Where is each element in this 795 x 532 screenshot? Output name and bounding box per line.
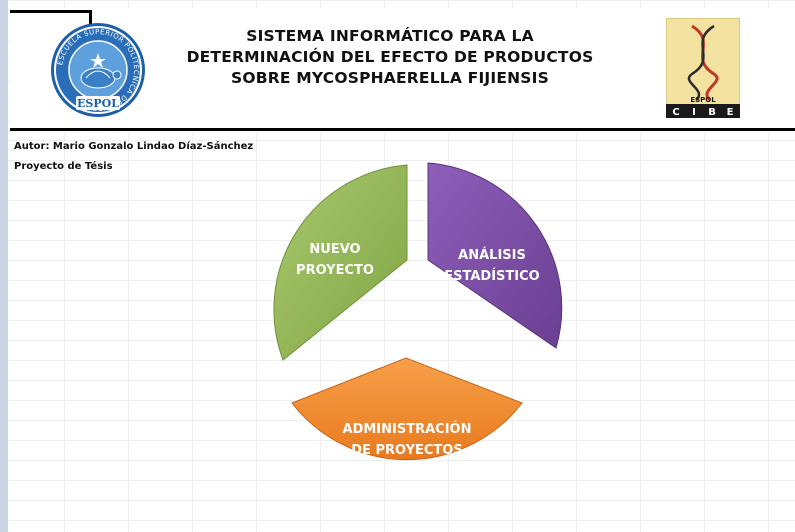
selected-cell-indicator[interactable] [10,10,92,33]
menu-cycle-diagram: NUEVO PROYECTO ANÁLISIS ESTADÍSTICO ADMI… [273,162,563,461]
nuevo-label-line2: PROYECTO [296,263,374,278]
analisis-label-line2: ESTADÍSTICO [444,268,539,284]
analisis-estadistico-button[interactable]: ANÁLISIS ESTADÍSTICO [427,162,563,349]
page-title: SISTEMA INFORMÁTICO PARA LA DETERMINACIÓ… [180,26,600,89]
cibe-top-text: ESPOL [690,96,716,104]
espol-cibe-logo-icon: ESPOL C I B E [666,18,740,118]
nuevo-proyecto-button[interactable]: NUEVO PROYECTO [273,164,408,361]
row-header-strip [0,0,8,532]
cibe-letter-i: I [692,107,696,118]
header-divider [10,128,795,131]
analisis-label-line1: ANÁLISIS [458,247,526,263]
nuevo-label-line1: NUEVO [309,242,360,257]
espol-seal-icon: ESCUELA SUPERIOR POLITÉCNICA DEL LITORAL… [51,23,145,117]
title-line-2: DETERMINACIÓN DEL EFECTO DE PRODUCTOS [186,48,594,66]
cibe-letter-c: C [672,107,679,118]
cibe-letter-e: E [727,107,734,118]
admin-label-line2: DE PROYECTOS [351,443,462,458]
author-label: Autor: Mario Gonzalo Lindao Díaz-Sánchez [14,141,254,152]
cibe-letter-b: B [708,107,716,118]
administracion-proyectos-button[interactable]: ADMINISTRACIÓN DE PROYECTOS [291,357,523,461]
admin-label-line1: ADMINISTRACIÓN [343,421,472,437]
title-line-3: SOBRE MYCOSPHAERELLA FIJIENSIS [230,69,549,87]
project-label: Proyecto de Tésis [14,161,113,172]
seal-banner-text: ESPOL [77,97,119,110]
title-line-1: SISTEMA INFORMÁTICO PARA LA [246,27,534,45]
